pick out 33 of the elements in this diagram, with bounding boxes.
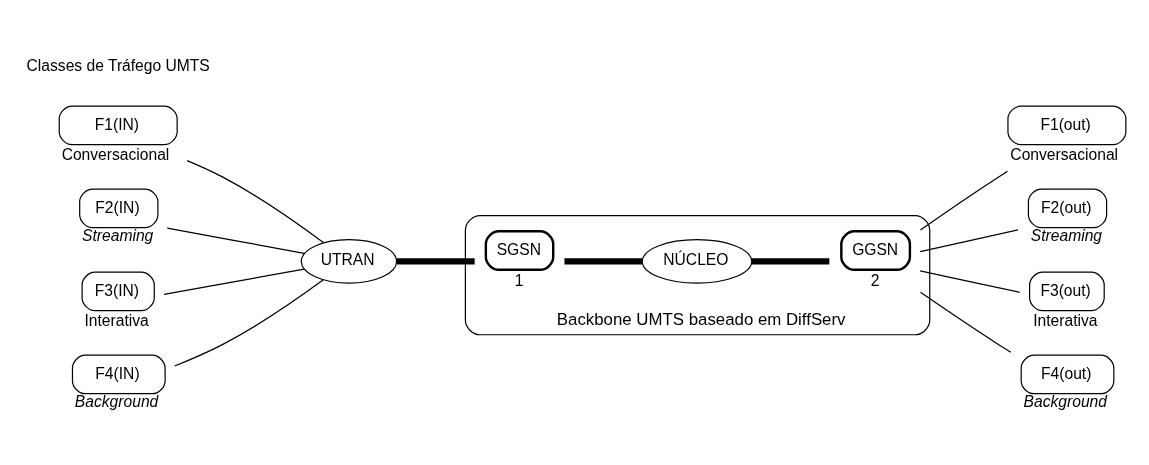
node-ellipse: UTRAN <box>300 239 398 284</box>
connector <box>166 227 305 254</box>
label: Classes de Tráfego UMTS <box>26 56 210 74</box>
connector <box>919 270 1021 293</box>
node-label: 2 <box>870 271 880 289</box>
node-label: 1 <box>514 271 524 289</box>
node-label: Background <box>1023 393 1107 411</box>
node-box: F4(IN) <box>71 354 166 395</box>
node-box: GGSN <box>840 230 912 271</box>
node-box: F2(IN) <box>79 188 159 229</box>
connector <box>919 229 1019 253</box>
node-label: Interativa <box>1033 311 1098 329</box>
node-box: F1(IN) <box>58 105 178 146</box>
connector <box>163 268 305 295</box>
node-box: F4(out) <box>1020 354 1115 395</box>
node-ellipse: NÚCLEO <box>641 239 753 284</box>
node-box: F1(out) <box>1007 105 1127 146</box>
connector <box>564 258 642 265</box>
connector <box>919 170 1009 231</box>
node-label: Interativa <box>84 311 149 329</box>
connector <box>186 160 324 244</box>
node-box: F2(out) <box>1027 188 1108 229</box>
node-label: Conversacional <box>61 145 170 163</box>
connector <box>919 291 1012 353</box>
node-box: F3(out) <box>1029 271 1105 312</box>
node-box: SGSN <box>484 230 555 271</box>
node-label: Conversacional <box>1010 145 1119 163</box>
node-box: F3(IN) <box>81 271 155 312</box>
node-label: Background <box>74 393 159 411</box>
node-label: Streaming <box>1030 227 1103 245</box>
connector <box>751 258 830 265</box>
node-label: Streaming <box>82 227 154 245</box>
connector <box>174 279 324 367</box>
